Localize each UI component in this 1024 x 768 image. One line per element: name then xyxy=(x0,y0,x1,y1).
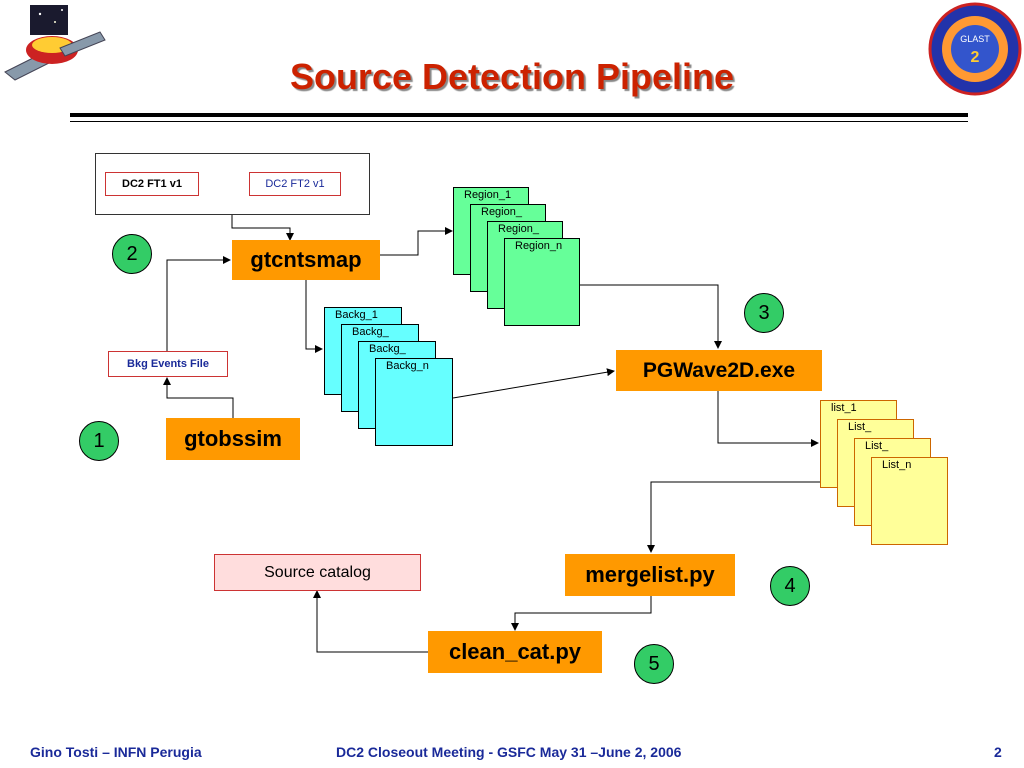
arrow-lists-to-mergelist xyxy=(647,481,868,553)
glast-dc2-logo: GLAST 2 xyxy=(928,2,1022,96)
step-number-5: 5 xyxy=(634,644,674,684)
svg-text:2: 2 xyxy=(971,49,980,66)
arrow-gtcntsmap-to-backgrounds xyxy=(305,280,323,353)
list-card: List_n xyxy=(871,457,948,545)
region-card: Region_n xyxy=(504,238,580,326)
arrow-backgrounds-to-pgwave xyxy=(452,368,615,399)
step-number-4: 4 xyxy=(770,566,810,606)
arrow-pgwave-to-lists xyxy=(717,391,819,447)
footer-author: Gino Tosti – INFN Perugia xyxy=(30,744,202,760)
footer-meeting: DC2 Closeout Meeting - GSFC May 31 –June… xyxy=(336,744,682,760)
ft1-file: DC2 FT1 v1 xyxy=(105,172,199,196)
step-number-3: 3 xyxy=(744,293,784,333)
bkg-events-file-box: Bkg Events File xyxy=(108,351,228,377)
footer-page-number: 2 xyxy=(994,744,1002,760)
satellite-logo xyxy=(0,0,110,85)
gtcntsmap-box: gtcntsmap xyxy=(232,240,380,280)
title-rule-thick xyxy=(70,113,968,117)
pgwave-box: PGWave2D.exe xyxy=(616,350,822,391)
clean-cat-box: clean_cat.py xyxy=(428,631,602,673)
arrow-inputs-to-gtcntsmap xyxy=(231,213,294,241)
slide-title: Source Detection Pipeline xyxy=(289,56,735,97)
background-card: Backg_n xyxy=(375,358,453,446)
arrow-bkg-to-gtcntsmap xyxy=(166,256,231,352)
step-number-2: 2 xyxy=(112,234,152,274)
gtobssim-box: gtobssim xyxy=(166,418,300,460)
arrow-cleancat-to-catalog xyxy=(313,590,428,653)
step-number-1: 1 xyxy=(79,421,119,461)
svg-text:GLAST: GLAST xyxy=(960,34,990,44)
arrow-regions-to-pgwave xyxy=(580,284,722,349)
source-catalog-box: Source catalog xyxy=(214,554,421,591)
arrow-gtobssim-to-bkg xyxy=(163,377,234,418)
arrow-mergelist-to-cleancat xyxy=(511,596,652,631)
arrow-gtcntsmap-to-regions xyxy=(380,227,453,256)
title-rule-thin xyxy=(70,121,968,122)
ft2-file: DC2 FT2 v1 xyxy=(249,172,341,196)
mergelist-box: mergelist.py xyxy=(565,554,735,596)
